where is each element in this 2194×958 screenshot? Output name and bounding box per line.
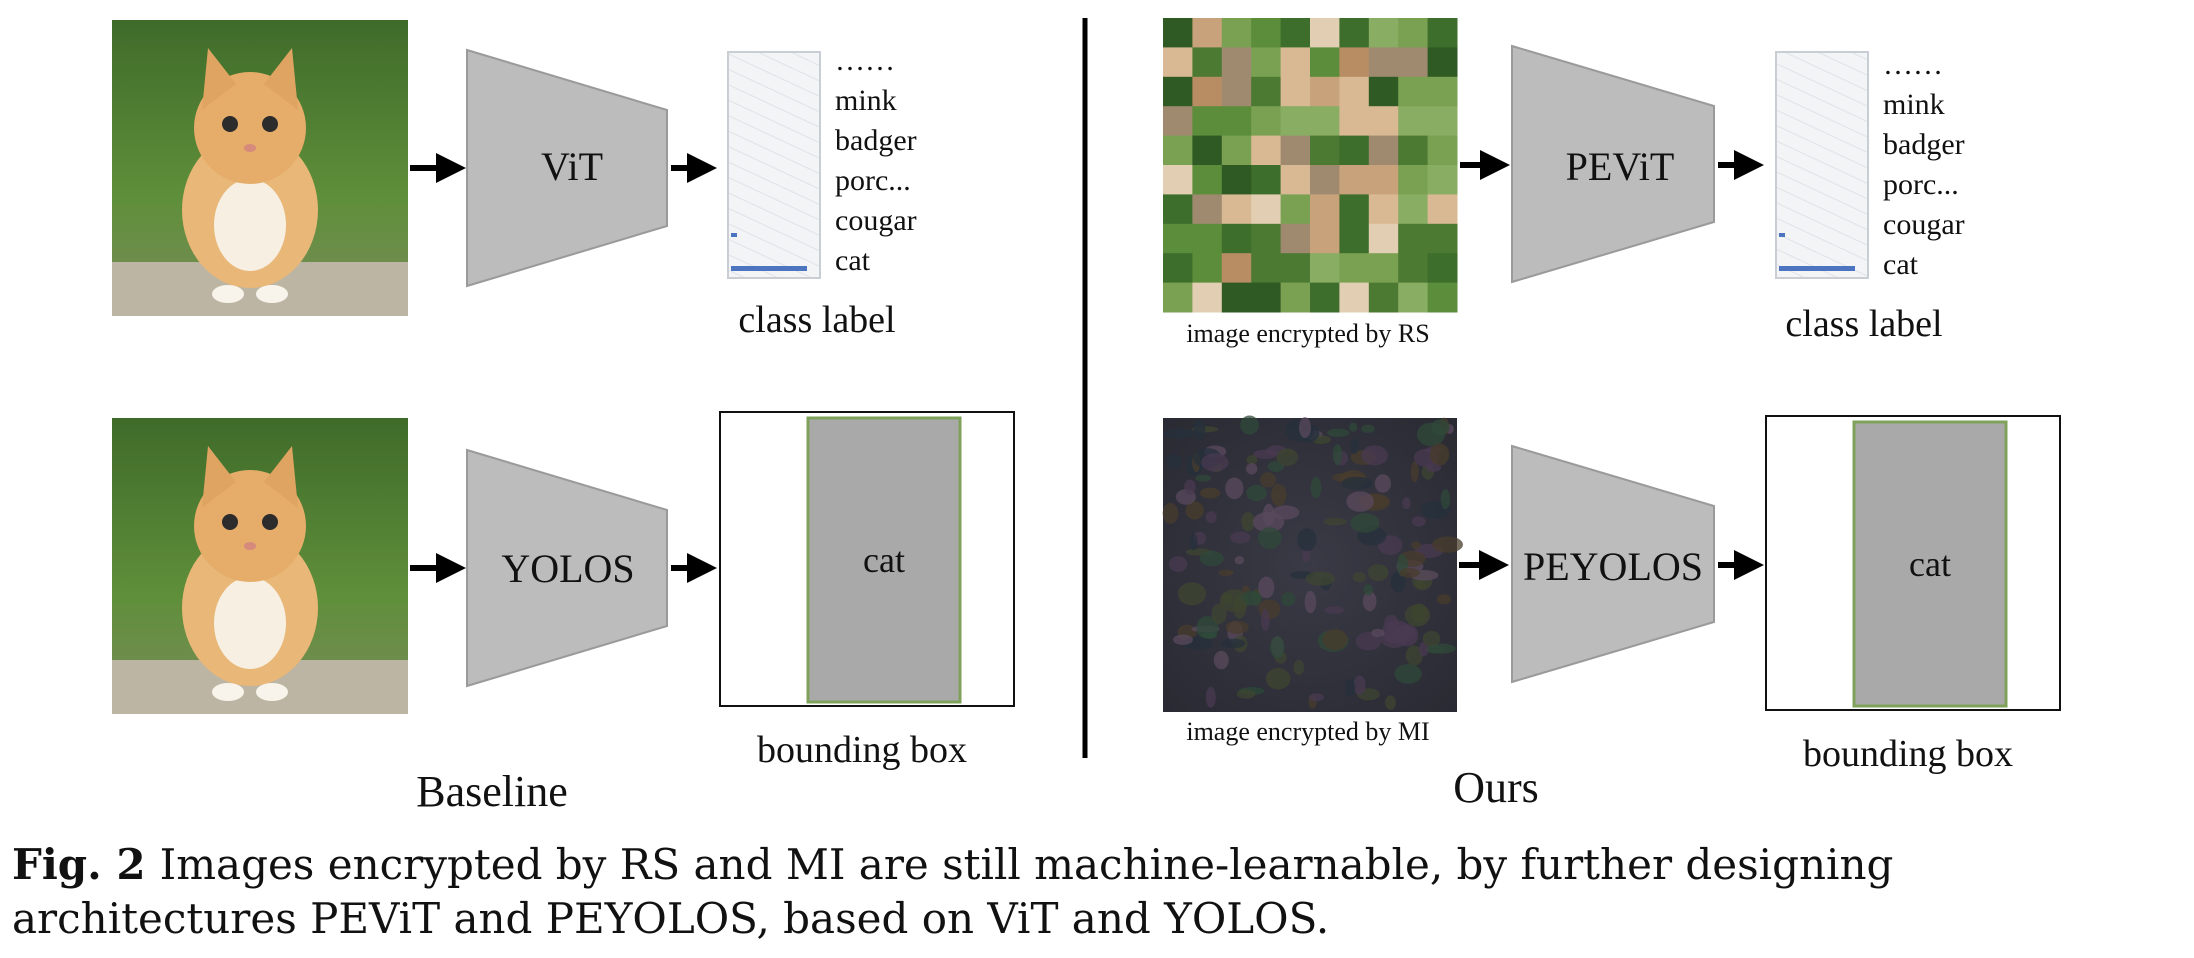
- class-score-panel: [1775, 51, 1869, 279]
- class-list-item: porc...: [835, 164, 911, 197]
- kitten-image-plain: [112, 20, 408, 316]
- class-label-caption: class label: [738, 299, 895, 341]
- bounding-box: [1852, 420, 2008, 708]
- ours-classification-row: image encrypted by RS PEViT …… mink badg…: [1163, 18, 1965, 348]
- mi-image-caption: image encrypted by MI: [1186, 717, 1429, 746]
- baseline-detection-row: YOLOS cat bounding box: [112, 411, 1015, 771]
- class-list-item: mink: [1883, 88, 1945, 121]
- score-bar-cat: [1779, 266, 1855, 271]
- class-list-item: badger: [835, 124, 917, 157]
- class-list-item: porc...: [1883, 168, 1959, 201]
- bounding-box-label: cat: [863, 540, 905, 580]
- class-list-item: cat: [835, 244, 871, 277]
- class-score-panel: [727, 51, 821, 279]
- peyolos-model-label: PEYOLOS: [1523, 544, 1703, 589]
- vit-model-label: ViT: [541, 144, 603, 189]
- class-list-item: cat: [1883, 248, 1919, 281]
- class-list-item: cougar: [1883, 208, 1965, 241]
- baseline-classification-row: ViT …… mink badger porc... cougar cat cl…: [112, 20, 917, 341]
- figure-caption-text: Images encrypted by RS and MI are still …: [12, 840, 1894, 943]
- bounding-box-caption: bounding box: [757, 729, 967, 771]
- class-list: …… mink badger porc... cougar cat: [835, 44, 917, 277]
- bounding-box: [806, 416, 962, 704]
- class-list-item: mink: [835, 84, 897, 117]
- class-list-item: ……: [1883, 48, 1943, 81]
- class-list: …… mink badger porc... cougar cat: [1883, 48, 1965, 281]
- bounding-box-label: cat: [1909, 544, 1951, 584]
- rs-encrypted-image: [1163, 18, 1458, 313]
- class-list-item: badger: [1883, 128, 1965, 161]
- baseline-section-label: Baseline: [416, 767, 568, 816]
- kitten-image-plain: [112, 418, 408, 714]
- diagram: ViT …… mink badger porc... cougar cat cl…: [112, 18, 2061, 816]
- score-bar-cat: [731, 266, 807, 271]
- yolos-model-label: YOLOS: [501, 546, 634, 591]
- score-bar-cougar: [1779, 233, 1785, 237]
- ours-section-label: Ours: [1453, 763, 1539, 812]
- yolos-model-block: [466, 448, 668, 688]
- pevit-model-label: PEViT: [1566, 144, 1675, 189]
- vit-model-block: [466, 48, 668, 288]
- class-list-item: ……: [835, 44, 895, 77]
- pevit-model-block: [1511, 44, 1715, 284]
- score-bar-cougar: [731, 233, 737, 237]
- ours-detection-row: image encrypted by MI PEYOLOS cat boundi…: [1162, 415, 2061, 775]
- bounding-box-caption: bounding box: [1803, 733, 2013, 775]
- peyolos-model-block: [1511, 444, 1715, 684]
- mi-encrypted-image: [1162, 415, 1463, 712]
- class-list-item: cougar: [835, 204, 917, 237]
- rs-image-caption: image encrypted by RS: [1186, 319, 1429, 348]
- figure-label: Fig. 2: [12, 840, 146, 889]
- class-label-caption: class label: [1785, 303, 1942, 345]
